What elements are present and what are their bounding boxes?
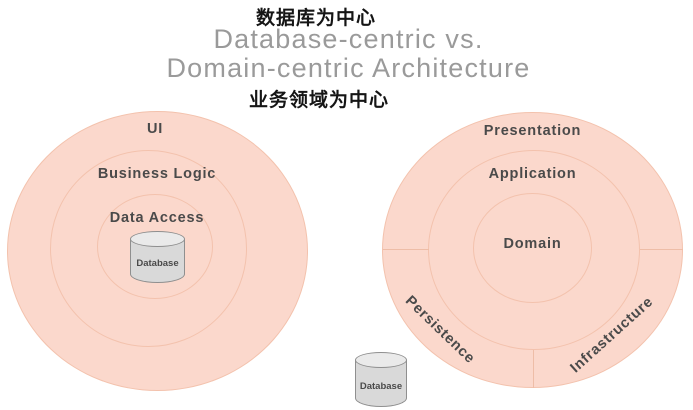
segment-divider-right: [640, 249, 683, 250]
segment-divider-left: [383, 249, 429, 250]
page-title-line2: Domain-centric Architecture: [166, 53, 531, 83]
ring-label-ui: UI: [146, 121, 164, 137]
database-label: Database: [136, 258, 179, 270]
database-cylinder-external: Database: [355, 352, 407, 407]
ring-label-application: Application: [488, 166, 577, 182]
page-title: Database-centric vs. Domain-centric Arch…: [0, 25, 693, 83]
db-centric-inner-ring: [97, 194, 213, 299]
domain-centric-inner-ring: [473, 193, 592, 303]
ring-label-business-logic: Business Logic: [97, 166, 217, 182]
ring-label-data-access: Data Access: [109, 210, 205, 226]
label-domain-centric-cn: 业务领域为中心: [248, 90, 389, 111]
db-centric-middle-ring: [50, 150, 247, 347]
ring-label-domain: Domain: [503, 236, 562, 252]
domain-centric-middle-ring: [428, 150, 640, 350]
ring-label-presentation: Presentation: [483, 123, 582, 139]
page-title-line1: Database-centric vs.: [213, 24, 484, 54]
database-cylinder-top: [130, 231, 185, 247]
segment-divider-bottom: [533, 350, 534, 388]
label-database-centric-cn: 数据库为中心: [255, 8, 376, 29]
database-label: Database: [359, 380, 403, 392]
database-cylinder-center: Database: [130, 231, 185, 283]
database-cylinder-top: [355, 352, 407, 368]
